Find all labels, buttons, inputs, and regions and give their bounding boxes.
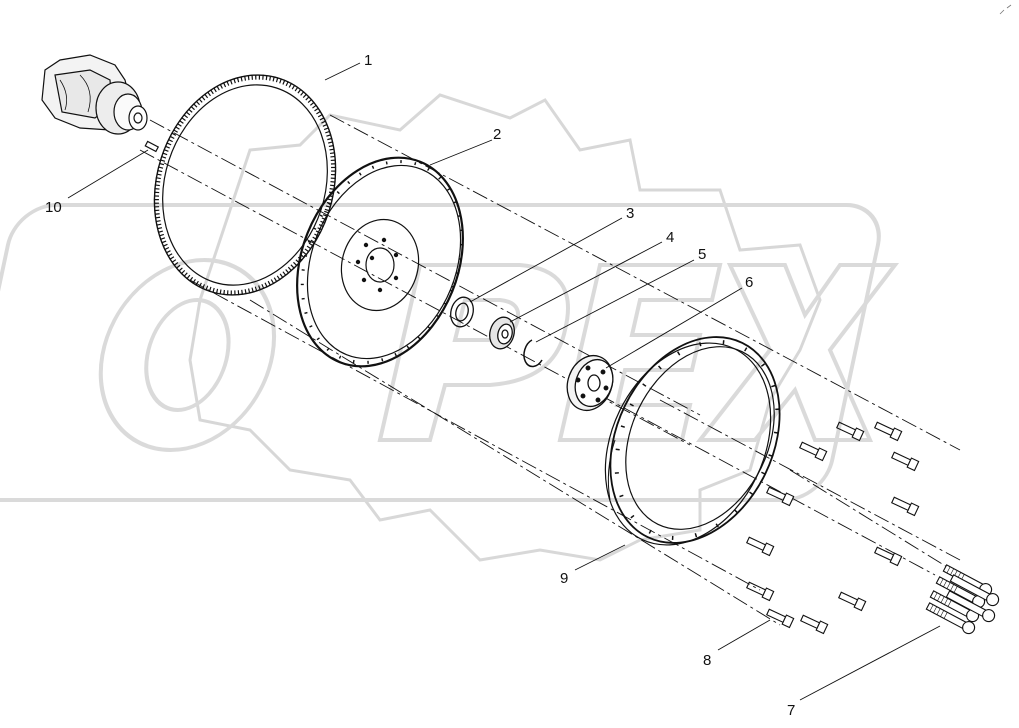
callout-label-4: 4 bbox=[666, 229, 674, 246]
callout-8: 8 bbox=[703, 619, 771, 669]
watermark bbox=[0, 93, 900, 562]
part-6-hub bbox=[566, 354, 614, 412]
callout-label-8: 8 bbox=[703, 652, 711, 669]
callout-label-5: 5 bbox=[698, 246, 706, 263]
callout-7: 7 bbox=[787, 625, 941, 719]
callout-label-2: 2 bbox=[493, 126, 501, 143]
callout-2: 2 bbox=[429, 126, 501, 166]
part-1-ring-gear bbox=[153, 74, 337, 296]
watermark-frame bbox=[0, 203, 881, 502]
watermark-letter-x bbox=[695, 263, 900, 442]
part-2-flywheel bbox=[296, 156, 464, 368]
callout-3: 3 bbox=[469, 205, 634, 303]
part-4-bearing bbox=[489, 316, 515, 350]
part-5-circlip bbox=[523, 339, 543, 368]
callout-label-7: 7 bbox=[787, 702, 795, 719]
watermark-letter-o bbox=[98, 258, 277, 452]
watermark-gear-outline bbox=[188, 93, 822, 562]
callout-label-1: 1 bbox=[364, 52, 372, 69]
part-3-seal bbox=[450, 296, 474, 328]
callout-1: 1 bbox=[324, 52, 372, 81]
callout-label-6: 6 bbox=[745, 274, 753, 291]
callout-9: 9 bbox=[560, 544, 626, 587]
corner-mark bbox=[999, 4, 1012, 15]
part-9-housing bbox=[604, 336, 781, 546]
callout-label-3: 3 bbox=[626, 205, 634, 222]
callout-6: 6 bbox=[605, 274, 753, 369]
callout-label-9: 9 bbox=[560, 570, 568, 587]
watermark-letter-o-inner bbox=[144, 298, 231, 412]
callouts: 1 2 3 4 5 6 7 8 bbox=[45, 52, 941, 719]
callout-10: 10 bbox=[45, 149, 149, 216]
watermark-letter-p bbox=[377, 263, 570, 442]
watermark-letter-e bbox=[557, 263, 723, 442]
callout-4: 4 bbox=[509, 229, 674, 323]
callout-label-10: 10 bbox=[45, 199, 62, 216]
part-7-long-bolts bbox=[925, 564, 1000, 635]
part-10-crankshaft-housing bbox=[41, 54, 160, 153]
callout-5: 5 bbox=[535, 246, 706, 343]
part-8-small-bolts bbox=[746, 421, 920, 635]
